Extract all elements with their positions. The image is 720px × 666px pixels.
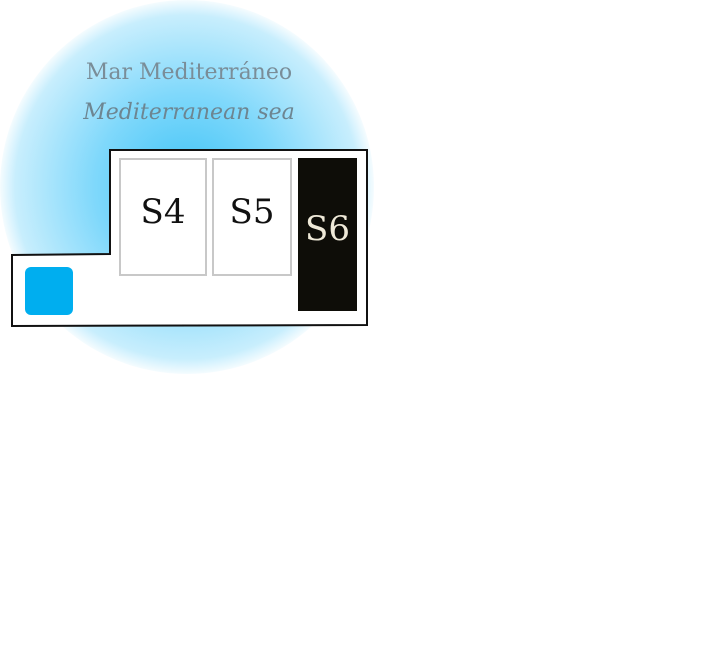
stand-s6[interactable]: S6 (298, 158, 357, 311)
stand-s4-label: S4 (140, 192, 186, 232)
location-marker[interactable] (25, 267, 73, 315)
stand-s5-label: S5 (229, 192, 275, 232)
stand-s4[interactable]: S4 (119, 158, 207, 276)
sea-label-english: Mediterranean sea (83, 100, 295, 125)
sea-label-spanish: Mar Mediterráneo (85, 60, 293, 85)
stand-s5[interactable]: S5 (212, 158, 292, 276)
stand-s6-label: S6 (305, 208, 350, 249)
